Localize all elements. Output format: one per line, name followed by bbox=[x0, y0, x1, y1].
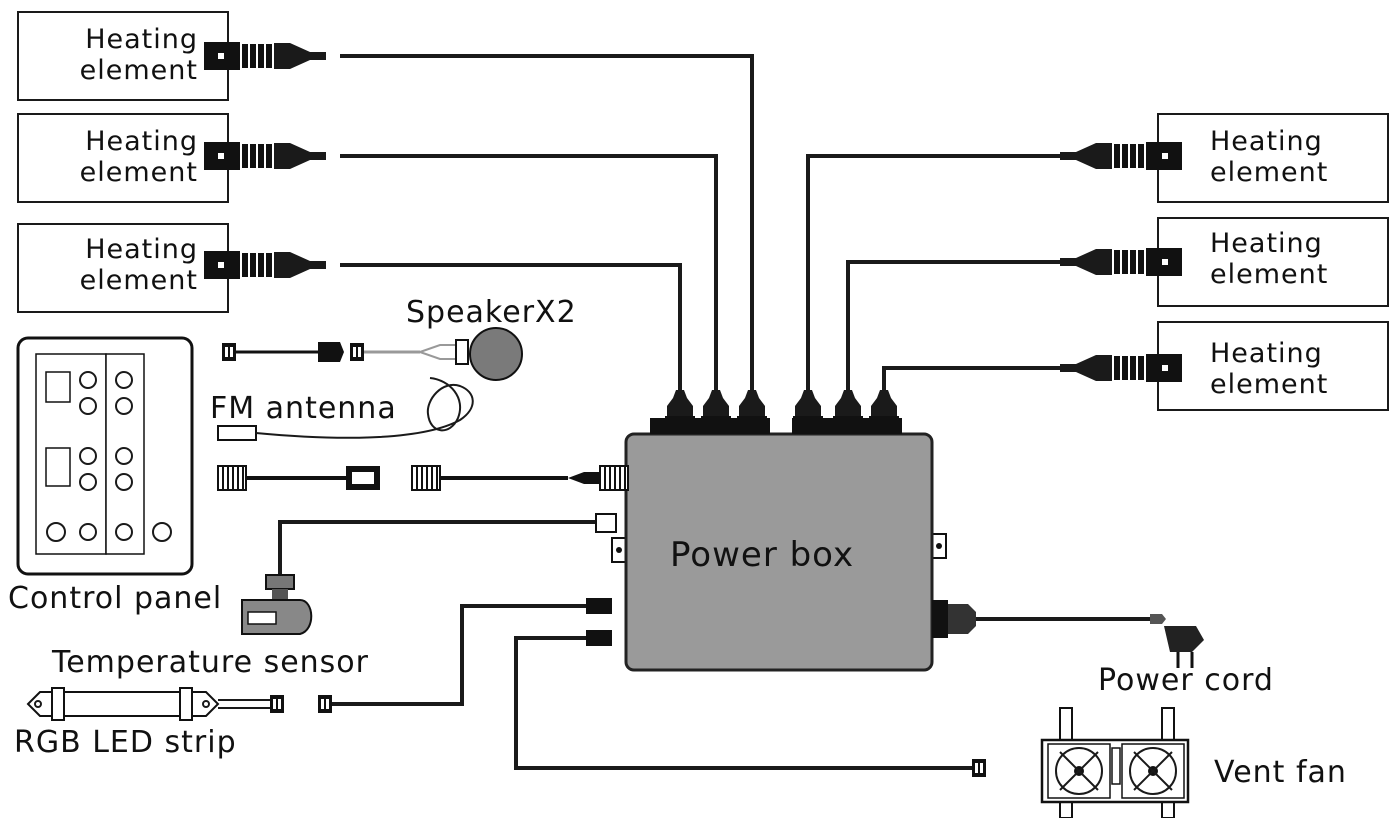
vent-fan-label: Vent fan bbox=[1214, 755, 1347, 790]
rgb-led-strip-label: RGB LED strip bbox=[14, 725, 237, 760]
speaker-label: SpeakerX2 bbox=[406, 295, 577, 330]
power-cord-label: Power cord bbox=[1098, 663, 1274, 698]
control-panel-cable bbox=[217, 465, 380, 491]
wire-heating-left-3 bbox=[340, 263, 682, 412]
wire-heating-right-3 bbox=[882, 366, 1060, 412]
connector-icon bbox=[1060, 142, 1182, 170]
plug-icon bbox=[1164, 626, 1204, 652]
wire-heating-right-2 bbox=[846, 260, 1060, 412]
power-box: Power box bbox=[611, 390, 947, 672]
power-icon bbox=[152, 522, 172, 542]
connector-icon bbox=[204, 142, 326, 170]
power-cord: Power cord bbox=[932, 600, 1274, 698]
power-box-label: Power box bbox=[670, 535, 854, 575]
connector-icon bbox=[204, 251, 326, 279]
temperature-sensor: Temperature sensor bbox=[51, 513, 617, 680]
wire-heating-right-1 bbox=[806, 154, 1060, 412]
rgb-led-strip: RGB LED strip bbox=[14, 598, 612, 760]
fm-antenna: FM antenna bbox=[210, 377, 474, 441]
wire-heating-left-1 bbox=[340, 54, 754, 412]
speaker: SpeakerX2 bbox=[406, 295, 577, 381]
speaker-cable bbox=[222, 339, 469, 365]
control-panel: Control panel bbox=[8, 336, 222, 616]
control-panel-label: Control panel bbox=[8, 581, 222, 616]
power-box-ribbon-cable bbox=[411, 465, 629, 491]
temperature-sensor-label: Temperature sensor bbox=[51, 645, 369, 680]
connector-icon bbox=[204, 42, 326, 70]
power-box-body bbox=[624, 432, 934, 672]
vent-fan: Vent fan bbox=[514, 630, 1347, 818]
connector-icon bbox=[1060, 248, 1182, 276]
fm-antenna-label: FM antenna bbox=[210, 391, 397, 426]
connector-icon bbox=[1060, 354, 1182, 382]
speaker-icon bbox=[469, 327, 523, 381]
antenna-wire bbox=[255, 377, 474, 439]
wire-heating-left-2 bbox=[340, 154, 718, 412]
